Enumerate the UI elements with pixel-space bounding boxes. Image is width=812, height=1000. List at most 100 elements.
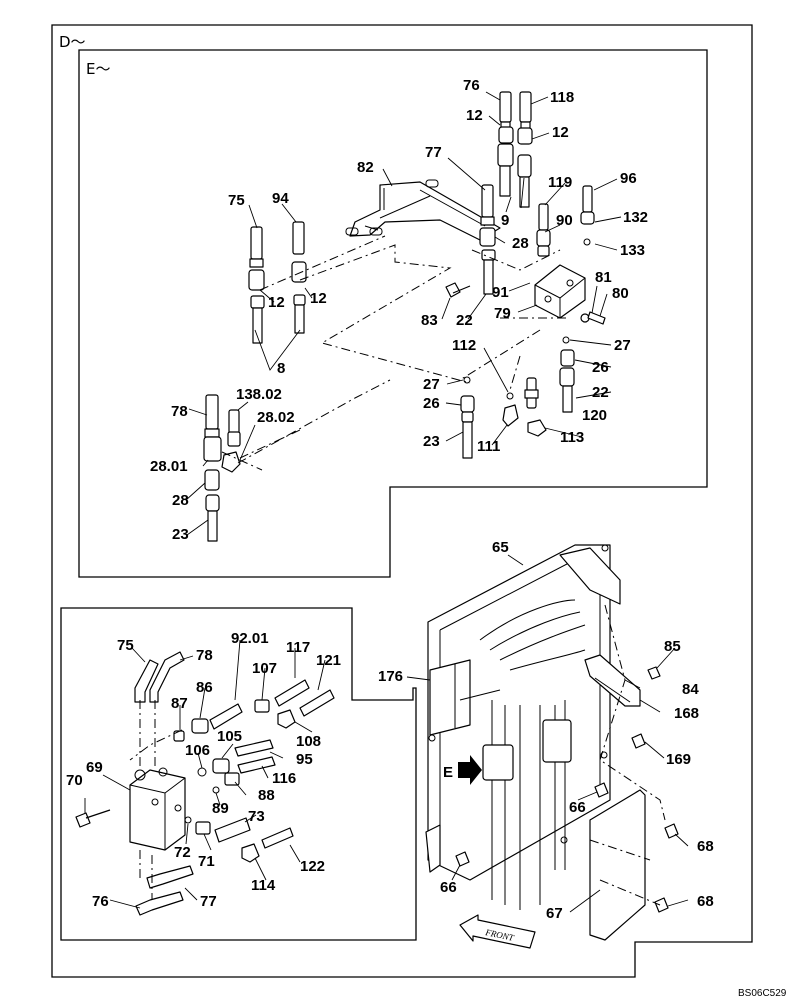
- label-78-b: 78: [196, 647, 213, 664]
- hose-75-b: [134, 659, 159, 703]
- hose-117: [274, 679, 310, 707]
- label-23-b: 23: [172, 526, 189, 543]
- bracket-left: [425, 824, 441, 873]
- bolt-66-a: [594, 782, 609, 798]
- outer-frame-d: [51, 24, 753, 978]
- label-27-a: 27: [614, 337, 631, 354]
- label-26-a: 26: [592, 359, 609, 376]
- label-78-a: 78: [171, 403, 188, 420]
- label-71: 71: [198, 853, 215, 870]
- label-72: 72: [174, 844, 191, 861]
- label-91: 91: [492, 284, 509, 301]
- label-28-01: 28.01: [150, 458, 188, 475]
- hose-95: [234, 739, 274, 757]
- label-9: 9: [501, 212, 509, 229]
- elbow-77: [146, 865, 194, 889]
- label-12-c: 12: [268, 294, 285, 311]
- hose-94: [292, 221, 305, 255]
- label-70: 70: [66, 772, 83, 789]
- label-28-b: 28: [172, 492, 189, 509]
- bracket-67: [589, 789, 646, 941]
- bracket-84: [584, 654, 641, 707]
- label-66-b: 66: [440, 879, 457, 896]
- bolt-85: [647, 666, 661, 680]
- label-113: 113: [560, 429, 584, 446]
- label-85: 85: [664, 638, 681, 655]
- label-176: 176: [378, 668, 403, 685]
- label-92-01: 92.01: [231, 630, 269, 647]
- label-80: 80: [612, 285, 629, 302]
- label-86: 86: [196, 679, 213, 696]
- label-87: 87: [171, 695, 188, 712]
- label-89: 89: [212, 800, 229, 817]
- section-d-label: D～: [59, 33, 86, 51]
- label-73: 73: [248, 808, 265, 825]
- tee-111: [502, 404, 519, 427]
- plate-top: [559, 547, 621, 605]
- label-169: 169: [666, 751, 691, 768]
- bolt-68-b: [654, 897, 669, 913]
- hose-75: [250, 226, 263, 260]
- inner-frame-e: [78, 49, 708, 578]
- label-105: 105: [217, 728, 242, 745]
- label-67: 67: [546, 905, 563, 922]
- hose-78-b: [149, 651, 185, 703]
- label-119: 119: [548, 174, 572, 191]
- bolt-83: [445, 282, 471, 298]
- label-28-a: 28: [512, 235, 529, 252]
- label-84: 84: [682, 681, 699, 698]
- label-77-b: 77: [200, 893, 217, 910]
- label-132: 132: [623, 209, 648, 226]
- elbow-114: [241, 843, 260, 863]
- elbow-113: [527, 419, 547, 437]
- bolt-169: [631, 733, 646, 749]
- leader-lines-lower: [84, 639, 689, 913]
- fitting-86: [191, 718, 209, 734]
- label-82: 82: [357, 159, 374, 176]
- hose-78: [205, 394, 219, 430]
- label-95: 95: [296, 751, 313, 768]
- block-79: [534, 264, 586, 319]
- bolt-66-b: [455, 851, 470, 867]
- hose-119: [538, 203, 549, 231]
- fitting-12-b: [517, 127, 533, 145]
- label-114: 114: [251, 877, 276, 894]
- label-116: 116: [272, 770, 296, 787]
- label-28-02: 28.02: [257, 409, 295, 426]
- label-27-b: 27: [423, 376, 440, 393]
- hose-118: [519, 91, 532, 123]
- hose-bundle: [479, 599, 586, 910]
- label-106: 106: [185, 742, 210, 759]
- label-90: 90: [556, 212, 573, 229]
- label-120: 120: [582, 407, 607, 424]
- part-labels: 76 118 12 12 77 82 119 96 75 94 9 90 132…: [66, 77, 714, 922]
- label-65: 65: [492, 539, 509, 556]
- label-68-b: 68: [697, 893, 714, 910]
- fitting-12-a: [498, 126, 514, 144]
- bolt-70: [75, 809, 111, 828]
- label-12-b: 12: [552, 124, 569, 141]
- label-22-b: 22: [592, 384, 609, 401]
- label-76-b: 76: [92, 893, 109, 910]
- hose-77: [481, 184, 494, 218]
- label-96: 96: [620, 170, 637, 187]
- fitting-107: [254, 699, 270, 713]
- arrow-e-label: E: [443, 764, 453, 781]
- label-79: 79: [494, 305, 511, 322]
- label-68-a: 68: [697, 838, 714, 855]
- fitting-88: [224, 772, 240, 786]
- label-77-a: 77: [425, 144, 442, 161]
- hose-116: [237, 756, 276, 774]
- fitting-12-d: [291, 261, 307, 283]
- section-e-parts: [203, 91, 606, 542]
- label-81: 81: [595, 269, 612, 286]
- hose-73: [214, 817, 251, 843]
- label-69: 69: [86, 759, 103, 776]
- label-26-b: 26: [423, 395, 440, 412]
- arrow-e: [458, 755, 482, 785]
- label-111: 111: [477, 438, 500, 455]
- label-76-a: 76: [463, 77, 480, 94]
- label-138-02: 138.02: [236, 386, 282, 403]
- hose-76: [499, 91, 512, 123]
- label-122: 122: [300, 858, 325, 875]
